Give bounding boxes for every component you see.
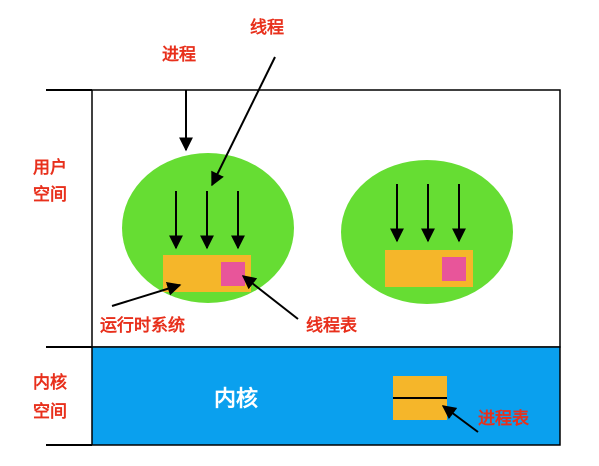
thread-arrows-2: [390, 184, 466, 243]
kernel-label: 内核: [214, 386, 258, 412]
kernel-space-label-line-2: 空间: [33, 401, 67, 422]
thread-table-block-1: [221, 262, 245, 286]
kernel-space-label-line-1: 内核: [33, 372, 67, 393]
process-table-pointer-arrow: [441, 405, 479, 433]
thread-table-pointer-arrow: [241, 275, 299, 320]
side-tick-lines: [46, 89, 92, 446]
runtime-system-pointer-arrow: [111, 282, 182, 307]
runtime-system-label: 运行时系统: [100, 315, 185, 336]
thread-pointer-arrow: [211, 56, 276, 187]
thread-table-block-2: [442, 257, 466, 281]
process-table-label: 进程表: [478, 408, 530, 429]
process-label: 进程: [162, 45, 196, 65]
thread-table-label: 线程表: [306, 315, 358, 336]
thread-arrows-1: [169, 191, 245, 250]
user-space-label-line-1: 用户: [33, 157, 67, 178]
thread-label: 线程: [250, 17, 284, 38]
kernel-space-box: [91, 346, 561, 446]
user-space-label-line-2: 空间: [33, 184, 67, 205]
